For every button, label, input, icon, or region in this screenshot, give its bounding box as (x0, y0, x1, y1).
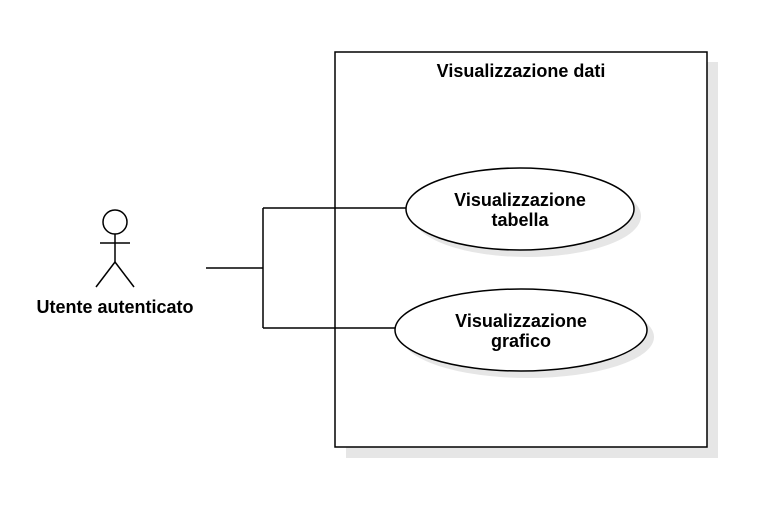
use-case-table[interactable]: Visualizzazione tabella (405, 167, 641, 257)
use-case-table-ellipse[interactable] (405, 167, 635, 251)
actor-stick-figure-icon[interactable] (95, 209, 135, 288)
use-case-chart-ellipse[interactable] (394, 288, 648, 372)
actor-head (102, 209, 128, 235)
use-case-table-label-line1: Visualizzazione (454, 190, 586, 210)
actor-left-leg (95, 261, 116, 288)
use-case-chart[interactable]: Visualizzazione grafico (394, 288, 654, 378)
use-case-chart-label-line2: grafico (491, 331, 551, 351)
system-title: Visualizzazione dati (437, 61, 606, 81)
actor-label: Utente autenticato (36, 297, 193, 317)
use-case-chart-label-line1: Visualizzazione (455, 311, 587, 331)
association-lines (206, 207, 407, 329)
actor-right-leg (114, 261, 135, 288)
use-case-table-label-line2: tabella (491, 210, 549, 230)
